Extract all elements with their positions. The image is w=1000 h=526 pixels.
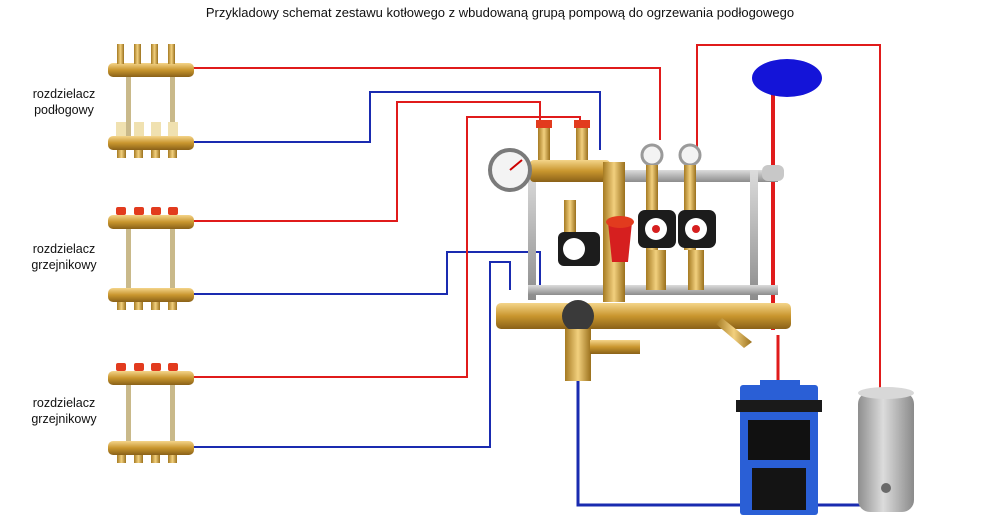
label-line-2: grzejnikowy xyxy=(31,412,97,426)
diagram-title: Przykladowy schemat zestawu kotłowego z … xyxy=(205,5,795,20)
label-line-1: rozdzielacz xyxy=(32,396,96,410)
boiler xyxy=(736,380,822,515)
pump-1 xyxy=(558,200,600,266)
pump-3 xyxy=(678,210,716,248)
expansion-vessel xyxy=(752,59,822,97)
pump-group xyxy=(488,120,791,381)
return-pipe-floor xyxy=(190,91,601,150)
label-line-1: rozdzielacz xyxy=(32,242,96,256)
label-manifold-radiator-2: rozdzielacz grzejnikowy xyxy=(12,395,116,427)
label-manifold-radiator-1: rozdzielacz grzejnikowy xyxy=(12,241,116,273)
label-line-1: rozdzielacz xyxy=(32,87,96,101)
supply-pipe-floor xyxy=(190,67,661,140)
return-pipe-radiator-1 xyxy=(190,251,541,295)
pipes xyxy=(190,44,881,507)
pump-2 xyxy=(638,210,676,248)
manifold-radiator-2 xyxy=(108,363,194,463)
manifold-radiator-1 xyxy=(108,207,194,310)
label-line-2: grzejnikowy xyxy=(31,258,97,272)
label-manifold-floor: rozdzielacz podłogowy xyxy=(12,86,116,118)
supply-pipe-radiator-1 xyxy=(190,101,541,222)
label-line-2: podłogowy xyxy=(34,103,94,117)
return-pipe-radiator-2 xyxy=(190,261,511,448)
thermometer-1 xyxy=(640,143,664,167)
thermometer-2 xyxy=(678,143,702,167)
mixing-valve xyxy=(606,216,634,262)
supply-pipe-boiler xyxy=(696,44,881,395)
hot-water-tank xyxy=(858,387,914,512)
manifold-floor xyxy=(108,44,194,158)
